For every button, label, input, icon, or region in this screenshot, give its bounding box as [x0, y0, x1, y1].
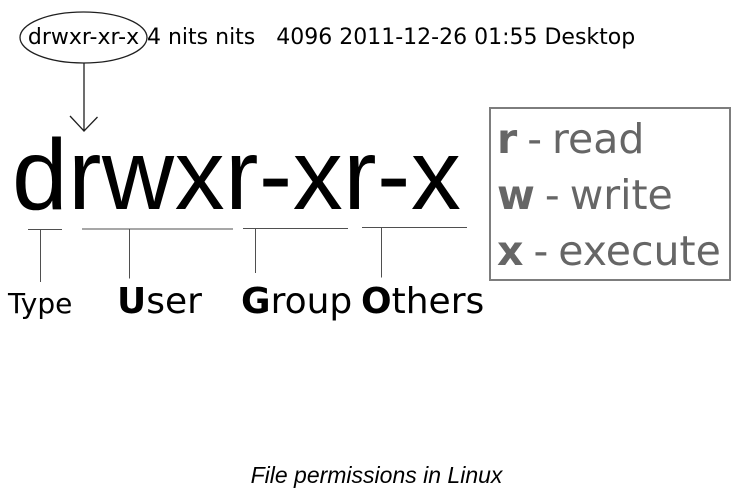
callout-arrow: [69, 63, 98, 132]
listing-permissions-text: drwxr-xr-x: [27, 25, 140, 50]
legend-meaning-write: write: [569, 171, 673, 219]
legend-separator: -: [544, 171, 560, 219]
legend-separator: -: [533, 227, 549, 275]
listing-rest-text: 4 nits nits 4096 2011-12-26 01:55 Deskto…: [147, 25, 636, 50]
legend-row-execute: x-execute: [497, 223, 729, 279]
label-type: Type: [8, 287, 72, 320]
permissions-large-text: drwxr-xr-x: [12, 119, 462, 231]
legend-meaning-execute: execute: [558, 227, 721, 275]
label-others: Others: [361, 281, 484, 322]
legend-letter-r: r: [497, 115, 518, 163]
legend-row-read: r-read: [497, 111, 729, 167]
user-bracket-line: [82, 228, 233, 279]
label-others-initial: O: [361, 281, 392, 322]
label-user-rest: ser: [146, 281, 202, 322]
others-bracket-line: [362, 227, 467, 278]
legend-letter-w: w: [497, 171, 535, 219]
label-group-initial: G: [241, 281, 271, 322]
label-user-initial: U: [117, 281, 147, 322]
label-user: User: [117, 281, 202, 322]
diagram-caption: File permissions in Linux: [250, 462, 503, 488]
label-group: Group: [241, 281, 352, 322]
legend-meaning-read: read: [552, 115, 645, 163]
label-type-text: Type: [8, 287, 73, 320]
legend-separator: -: [527, 115, 543, 163]
permission-legend-box: r-read w-write x-execute: [489, 107, 731, 281]
legend-row-write: w-write: [497, 167, 729, 223]
legend-letter-x: x: [497, 227, 524, 275]
label-others-rest: thers: [391, 281, 485, 322]
label-group-rest: roup: [270, 281, 353, 322]
group-bracket-line: [243, 228, 348, 273]
type-bracket-line: [28, 229, 62, 282]
permissions-highlight-ellipse: [19, 11, 148, 64]
